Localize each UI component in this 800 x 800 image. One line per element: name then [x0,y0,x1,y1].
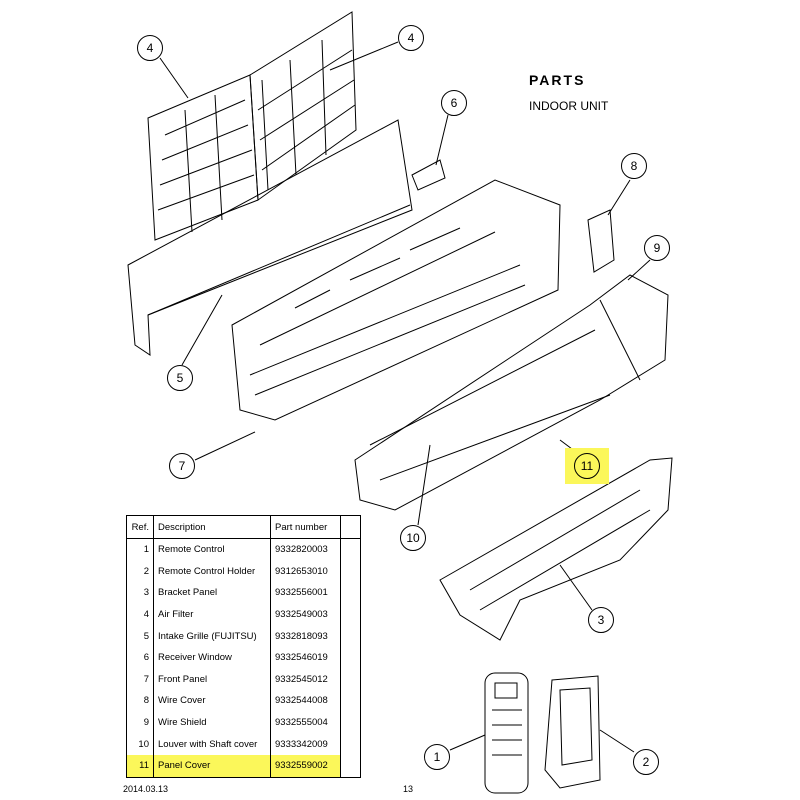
bracket-panel-drawing [439,457,673,641]
row-part-number: 9332818093 [270,625,341,647]
row-ref: 2 [126,560,154,583]
callout-4-right: 4 [398,25,424,51]
row-description: Wire Shield [153,711,271,734]
callout-8: 8 [621,153,647,179]
chassis-drawing [354,274,669,511]
remote-holder-drawing [544,675,601,789]
callout-11-highlighted: 11 [565,448,609,484]
row-part-number: 9332559002 [270,754,341,778]
row-blank [340,711,361,734]
row-part-number: 9332820003 [270,538,341,561]
row-part-number: 9332549003 [270,603,341,626]
callout-11-label: 11 [574,453,600,479]
callout-9: 9 [644,235,670,261]
row-description: Remote Control [153,538,271,561]
leader-lines [159,41,651,753]
row-blank [340,560,361,583]
row-description: Louver with Shaft cover [153,733,271,755]
callout-2: 2 [633,749,659,775]
row-description: Air Filter [153,603,271,626]
row-part-number: 9333342009 [270,733,341,755]
row-part-number: 9312653010 [270,560,341,583]
row-part-number: 9332545012 [270,668,341,691]
row-description: Panel Cover [153,754,271,778]
callout-7: 7 [169,453,195,479]
row-blank [340,538,361,561]
row-ref: 8 [126,690,154,712]
row-part-number: 9332555004 [270,711,341,734]
row-description: Remote Control Holder [153,560,271,583]
footer-date: 2014.03.13 [123,784,169,794]
receiver-window-drawing [411,159,446,191]
page-title: PARTS [529,72,586,88]
row-blank [340,733,361,755]
front-panel-drawing [231,179,561,421]
row-part-number: 9332546019 [270,646,341,669]
callout-1: 1 [424,744,450,770]
wire-cover-drawing [587,209,615,273]
row-description: Receiver Window [153,646,271,669]
row-part-number: 9332556001 [270,582,341,604]
row-part-number: 9332544008 [270,690,341,712]
row-ref: 9 [126,711,154,734]
callout-4-left: 4 [137,35,163,61]
row-description: Wire Cover [153,690,271,712]
row-blank [340,668,361,691]
header-ref: Ref. [126,515,154,539]
callout-6: 6 [441,90,467,116]
row-blank [340,690,361,712]
intake-grille-drawing [127,119,413,356]
row-blank [340,582,361,604]
row-ref: 6 [126,646,154,669]
row-ref: 5 [126,625,154,647]
remote-control-drawing [484,672,529,794]
row-ref: 4 [126,603,154,626]
header-blank [340,515,361,539]
callout-5: 5 [167,365,193,391]
row-description: Bracket Panel [153,582,271,604]
header-part-number: Part number [270,515,341,539]
table-header: Ref. Description Part number [126,515,361,539]
row-ref: 3 [126,582,154,604]
row-blank [340,754,361,778]
row-blank [340,625,361,647]
air-filter-drawing [147,11,357,241]
row-blank [340,646,361,669]
row-ref: 1 [126,538,154,561]
page-subtitle: INDOOR UNIT [529,99,609,113]
row-description: Front Panel [153,668,271,691]
row-description: Intake Grille (FUJITSU) [153,625,271,647]
page-number: 13 [403,784,414,794]
header-description: Description [153,515,271,539]
row-ref: 10 [126,733,154,755]
row-blank [340,603,361,626]
callout-10: 10 [400,525,426,551]
callout-3: 3 [588,607,614,633]
row-ref: 7 [126,668,154,691]
row-ref: 11 [126,754,154,778]
